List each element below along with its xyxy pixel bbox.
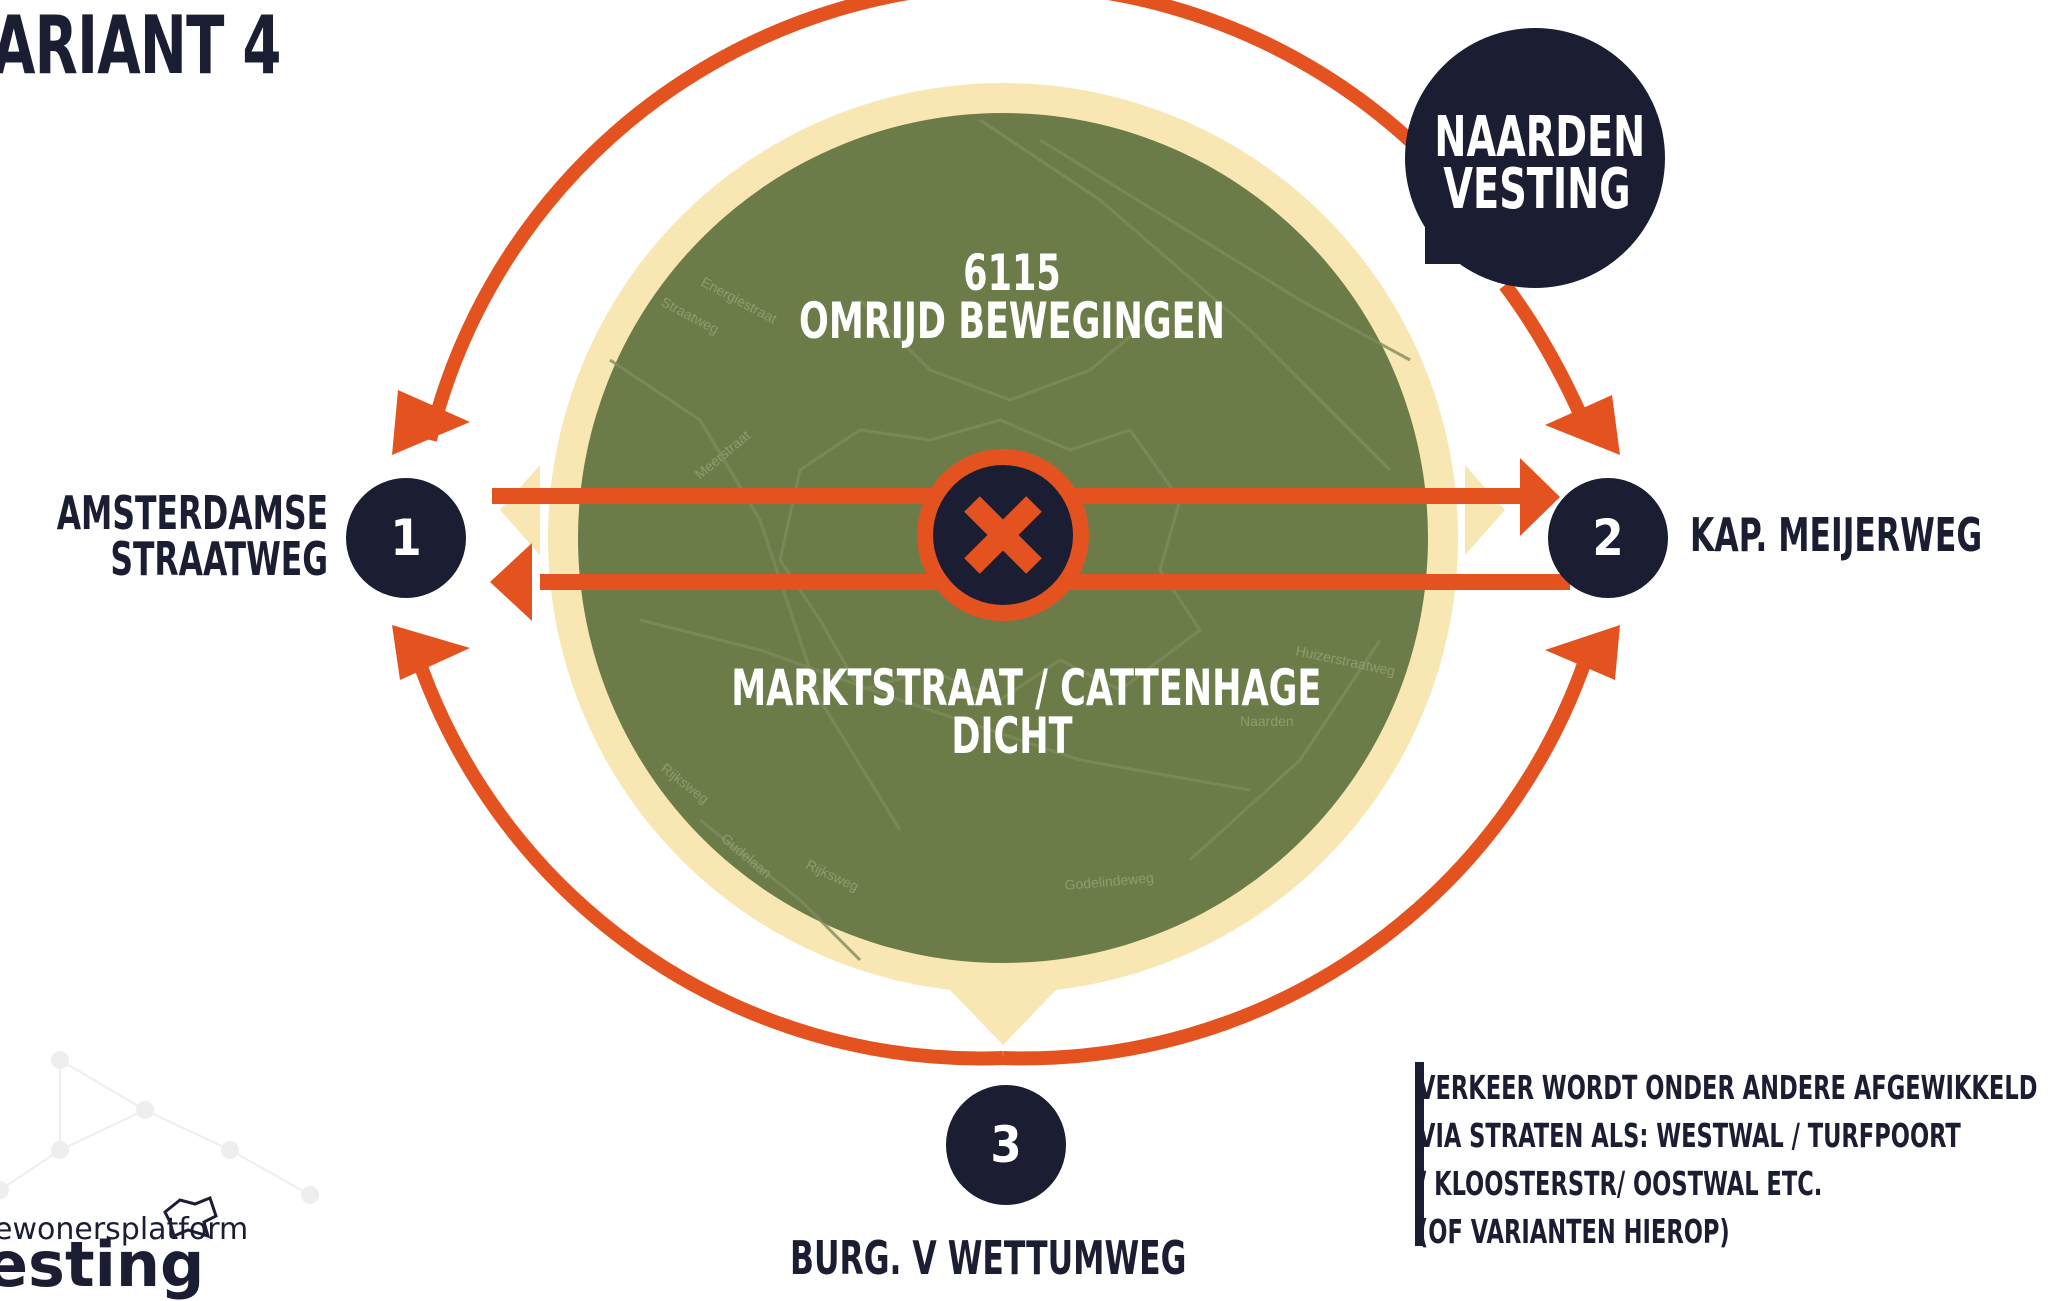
node-1-number: 1: [390, 509, 422, 567]
arrowhead-into-1-top: [392, 390, 470, 455]
close-icon: [964, 496, 1042, 574]
arrowhead-into-1-bottom: [392, 625, 470, 680]
node-3-number: 3: [990, 1116, 1022, 1174]
page-title: ARIANT 4: [0, 0, 281, 92]
arc-bottom-right: [1002, 637, 1599, 1066]
map-label: Godelindeweg: [1064, 869, 1155, 893]
arc-right-top: [1499, 280, 1592, 428]
route-arcs: [405, 0, 1599, 1066]
traffic-note: VERKEER WORDT ONDER ANDERE AFGEWIKKELD V…: [1418, 1064, 2038, 1255]
bubble-line: NAARDEN: [1434, 105, 1646, 170]
arc-bottom-left: [405, 637, 1004, 1066]
bubble-line: VESTING: [1443, 157, 1631, 223]
node-3-label: BURG. V WETTUMWEG: [790, 1231, 1187, 1285]
node-2-circle: [1548, 478, 1668, 598]
node-2-label: KAP. MEIJERWEG: [1690, 508, 1983, 562]
map-label: Naarden: [1240, 713, 1294, 729]
arrowhead-right: [1520, 458, 1560, 536]
node-1-circle: [346, 478, 466, 598]
logo-outline-icon: [163, 1196, 218, 1239]
node-3-circle: [946, 1085, 1066, 1205]
center-bottom-text: MARKTSTRAAT / CATTENHAGE DICHT: [731, 659, 1322, 765]
node-2-number: 2: [1592, 509, 1624, 567]
node-1-label-line: STRAATWEG: [110, 532, 328, 586]
arc-top: [423, 0, 1423, 442]
arrowhead-left: [490, 543, 532, 621]
node-1-label: AMSTERDAMSE STRAATWEG: [57, 490, 328, 582]
closed-street-label: MARKTSTRAAT / CATTENHAGE: [731, 659, 1322, 717]
node-1-label-line: AMSTERDAMSE: [56, 486, 328, 540]
movement-label: OMRIJD BEWEGINGEN: [799, 291, 1225, 350]
movement-count: 6115: [963, 244, 1061, 302]
note-line: / KLOOSTERSTR/ OOSTWAL ETC.: [1418, 1163, 1823, 1203]
closed-status-label: DICHT: [951, 706, 1073, 765]
naarden-vesting-bubble: [1405, 28, 1665, 288]
arrowhead-into-2-top: [1545, 395, 1620, 455]
note-line: VERKEER WORDT ONDER ANDERE AFGEWIKKELD: [1418, 1068, 2038, 1107]
note-line: VIA STRATEN ALS: WESTWAL / TURFPOORT: [1418, 1115, 1961, 1155]
arrowheads: [392, 390, 1620, 680]
blocked-marker: [917, 449, 1089, 621]
center-top-text: 6115 OMRIJD BEWEGINGEN: [770, 244, 1254, 350]
note-divider: [1415, 1062, 1424, 1246]
network-decoration: [0, 1051, 319, 1204]
note-line: (OF VARIANTEN HIEROP): [1418, 1211, 1730, 1251]
arrowhead-into-2-bottom: [1545, 625, 1620, 680]
bubble-text: NAARDEN VESTING: [1434, 105, 1646, 223]
